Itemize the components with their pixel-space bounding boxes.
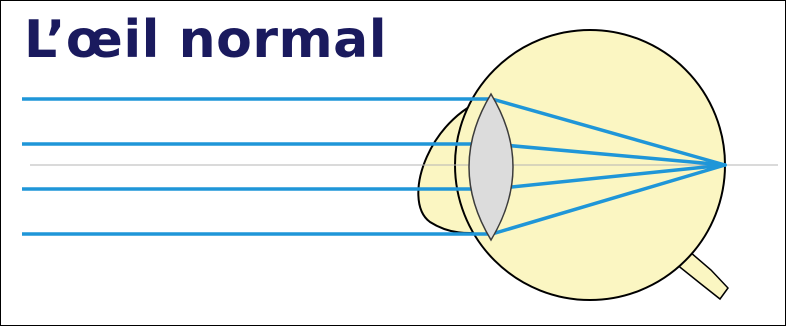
diagram-title: L’œil normal [24,4,387,76]
incoming-rays [22,99,492,234]
